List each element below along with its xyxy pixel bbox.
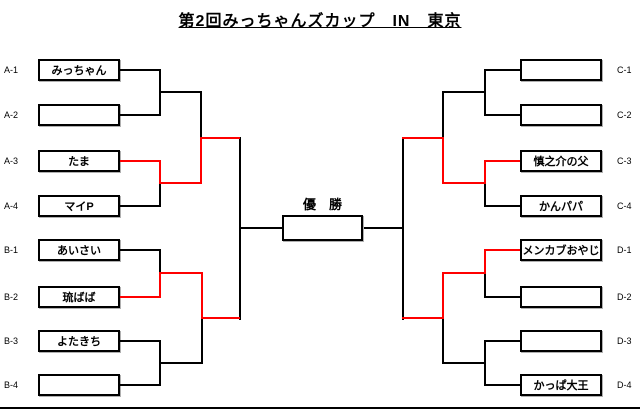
bracket-line (484, 340, 486, 386)
slot-label-C-4: C-4 (617, 201, 632, 211)
slot-label-D-1: D-1 (617, 245, 632, 255)
winner-line (201, 272, 203, 319)
winner-line (200, 137, 202, 184)
winner-line (484, 160, 520, 162)
bracket-line (442, 91, 485, 93)
winner-line (402, 137, 443, 139)
bracket-line (484, 69, 486, 116)
winner-line (159, 272, 202, 274)
bracket-line (120, 384, 161, 386)
slot-B-2: 琉ばば (38, 286, 120, 308)
slot-label-B-4: B-4 (4, 380, 19, 390)
bracket-line (120, 69, 161, 71)
bracket-line (442, 91, 444, 138)
bracket-line (200, 91, 202, 138)
slot-D-4: かっぱ大王 (520, 374, 602, 396)
slot-D-3 (520, 330, 602, 352)
winner-line (120, 296, 161, 298)
slot-A-2 (38, 104, 120, 126)
winner-line (442, 182, 485, 184)
slot-label-B-3: B-3 (4, 336, 19, 346)
bracket-line (120, 340, 161, 342)
bottom-rule (0, 407, 640, 409)
slot-A-4: マイP (38, 195, 120, 217)
bracket-line (484, 183, 486, 207)
slot-A-1: みっちゃん (38, 59, 120, 81)
bracket-line (484, 205, 520, 207)
slot-B-3: よたきち (38, 330, 120, 352)
slot-label-A-2: A-2 (4, 110, 19, 120)
bracket-line (484, 272, 486, 298)
winner-line (159, 160, 161, 184)
bracket-line (484, 69, 520, 71)
bracket-line (159, 91, 201, 93)
bracket-line (120, 114, 161, 116)
slot-D-1: メンカブおやじ (520, 239, 602, 261)
tournament-title: 第2回みっちゃんズカップ IN 東京 (178, 13, 462, 30)
bracket-line (201, 317, 203, 364)
bracket-line (159, 249, 161, 274)
bracket-line (484, 340, 520, 342)
slot-label-B-2: B-2 (4, 292, 19, 302)
winner-line (442, 272, 444, 319)
slot-label-C-1: C-1 (617, 65, 632, 75)
champion-label: 優 勝 (302, 197, 342, 212)
slot-A-3: たま (38, 150, 120, 172)
slot-C-4: かんパパ (520, 195, 602, 217)
bracket-line (484, 384, 520, 386)
slot-label-C-3: C-3 (617, 156, 632, 166)
slot-label-A-3: A-3 (4, 156, 19, 166)
slot-C-2 (520, 104, 602, 126)
bracket-line (442, 362, 485, 364)
winner-line (200, 137, 240, 139)
winner-line (201, 317, 240, 319)
slot-C-1 (520, 59, 602, 81)
bracket-line (159, 362, 202, 364)
slot-label-D-2: D-2 (617, 292, 632, 302)
winner-line (442, 272, 485, 274)
bracket-line (361, 227, 404, 229)
champion-box (282, 215, 363, 241)
slot-label-B-1: B-1 (4, 245, 19, 255)
bracket-line (484, 114, 520, 116)
slot-B-1: あいさい (38, 239, 120, 261)
slot-label-A-4: A-4 (4, 201, 19, 211)
winner-line (159, 182, 201, 184)
winner-line (484, 249, 486, 274)
winner-line (402, 317, 443, 319)
slot-label-C-2: C-2 (617, 110, 632, 120)
winner-line (484, 249, 520, 251)
slot-label-D-3: D-3 (617, 336, 632, 346)
bracket-line (484, 296, 520, 298)
bracket-line (239, 227, 283, 229)
bracket-line (159, 183, 161, 207)
bracket-line (442, 317, 444, 364)
winner-line (484, 160, 486, 184)
bracket-line (120, 205, 161, 207)
winner-line (442, 137, 444, 184)
winner-line (159, 272, 161, 298)
slot-label-A-1: A-1 (4, 65, 19, 75)
winner-line (120, 160, 161, 162)
bracket-line (120, 249, 161, 251)
slot-label-D-4: D-4 (617, 380, 632, 390)
slot-D-2 (520, 286, 602, 308)
slot-C-3: 慎之介の父 (520, 150, 602, 172)
slot-B-4 (38, 374, 120, 396)
